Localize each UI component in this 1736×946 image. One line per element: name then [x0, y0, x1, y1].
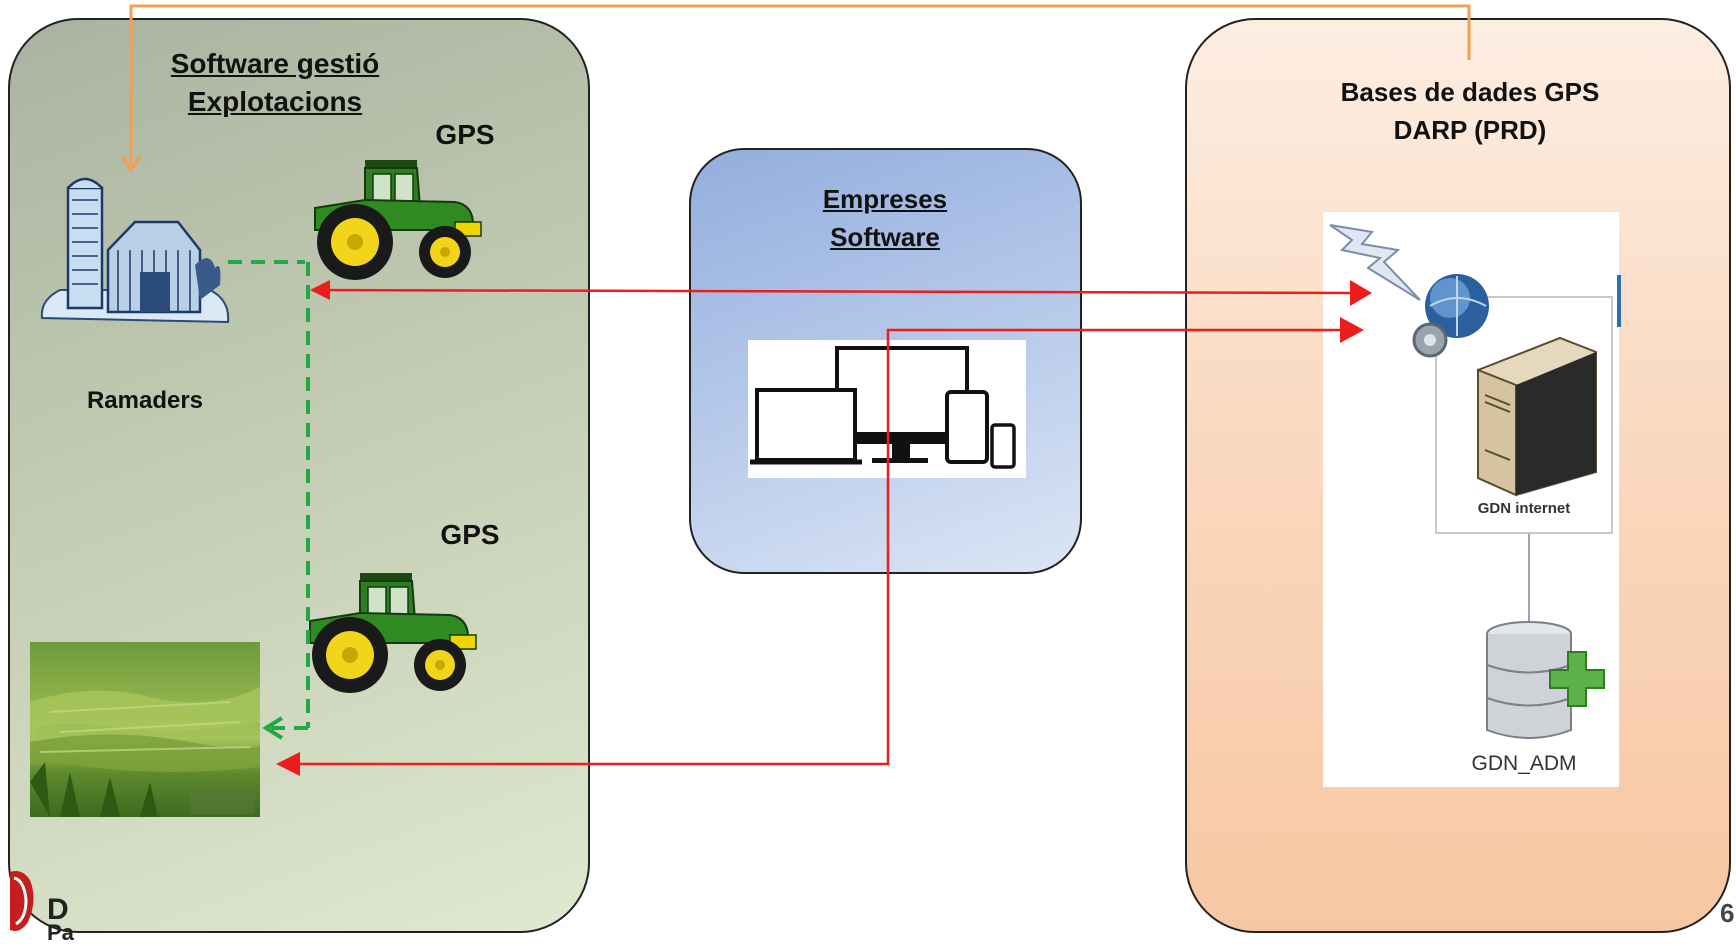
farm-barn-icon [40, 177, 230, 324]
red-arrow-field-server [276, 317, 1364, 776]
bases-dades-title: Bases de dades GPS [1340, 77, 1600, 107]
software-title: Software [830, 222, 940, 252]
darp-prd-title: DARP (PRD) [1393, 115, 1547, 145]
ramaders-label: Ramaders [86, 387, 204, 414]
software-gestio-title: Software gestió [170, 48, 380, 79]
explotacions-title: Explotacions [187, 86, 363, 117]
devices-icon [750, 346, 1016, 469]
red-arrow-tractor-server [310, 280, 1372, 306]
empreses-title: Empreses [822, 184, 948, 214]
gdn-internet-label: GDN internet [1477, 500, 1571, 517]
globe-gear-icon [1329, 224, 1621, 358]
gps-label-top: GPS [435, 119, 495, 150]
page-number: 6 [1720, 898, 1735, 928]
logo-text: D [47, 893, 69, 926]
tractor-icon-bottom [309, 573, 477, 693]
field-photo [30, 642, 260, 817]
green-dashed-connector [228, 260, 310, 740]
orange-connector [120, 4, 1471, 173]
server-icon [1477, 336, 1597, 497]
gdn-adm-label: GDN_ADM [1471, 752, 1577, 775]
logo-icon [10, 871, 34, 931]
gps-label-bottom: GPS [440, 519, 500, 550]
tractor-icon-top [314, 160, 482, 280]
database-icon [1486, 534, 1605, 739]
